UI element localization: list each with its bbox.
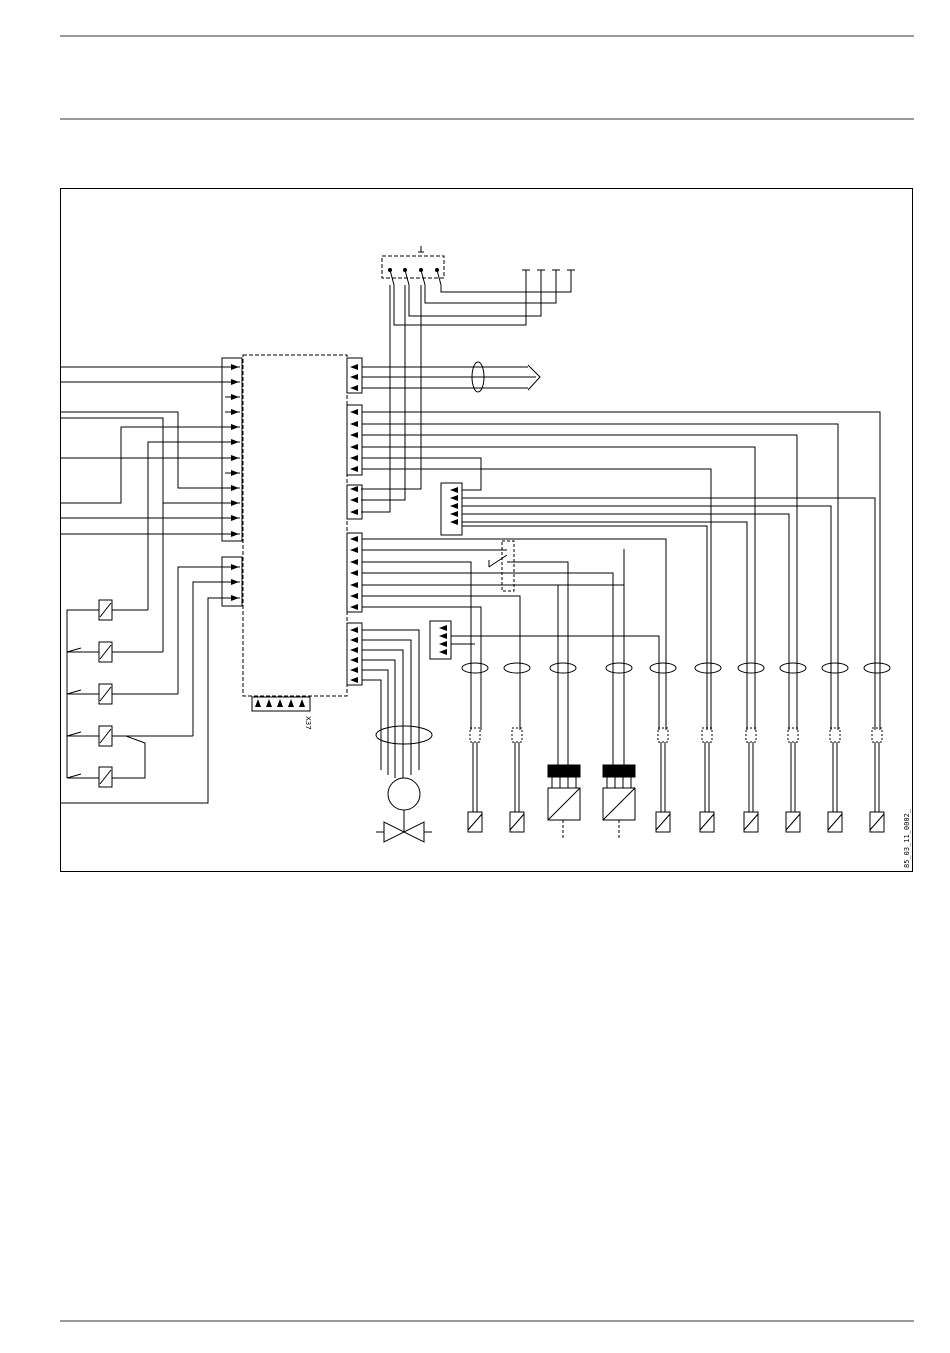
bottom-pins xyxy=(255,699,305,707)
right-connectors xyxy=(347,358,362,685)
left-connector-upper xyxy=(222,358,242,541)
top-wires xyxy=(361,270,575,512)
dashed-switch xyxy=(502,541,514,591)
cable-ellipses xyxy=(462,663,890,673)
mid-connector-1 xyxy=(441,483,462,535)
mid-connector-1-wires xyxy=(462,498,875,730)
relays xyxy=(67,600,193,787)
sensor-plugs xyxy=(470,728,882,742)
mid-connector-2 xyxy=(430,621,451,659)
left-pin-heads xyxy=(231,364,239,601)
mid-connector-2-wires xyxy=(451,636,659,730)
sensor-leads xyxy=(473,742,879,812)
sensor-feed-wires xyxy=(362,412,880,765)
right-pin-heads xyxy=(350,364,358,683)
valve-motor xyxy=(388,778,420,810)
pressure-transducers xyxy=(548,765,635,838)
controller-block xyxy=(243,355,347,696)
left-pins-upper xyxy=(225,367,240,598)
top-box-contacts xyxy=(389,269,442,286)
figure-id: 85_03_11_0002_ xyxy=(903,809,911,868)
valve-wires xyxy=(362,630,432,842)
bus-arrow xyxy=(362,362,540,392)
left-wires xyxy=(61,367,225,803)
temperature-sensors xyxy=(468,812,884,832)
connector-label-x37: X37 xyxy=(304,716,312,730)
